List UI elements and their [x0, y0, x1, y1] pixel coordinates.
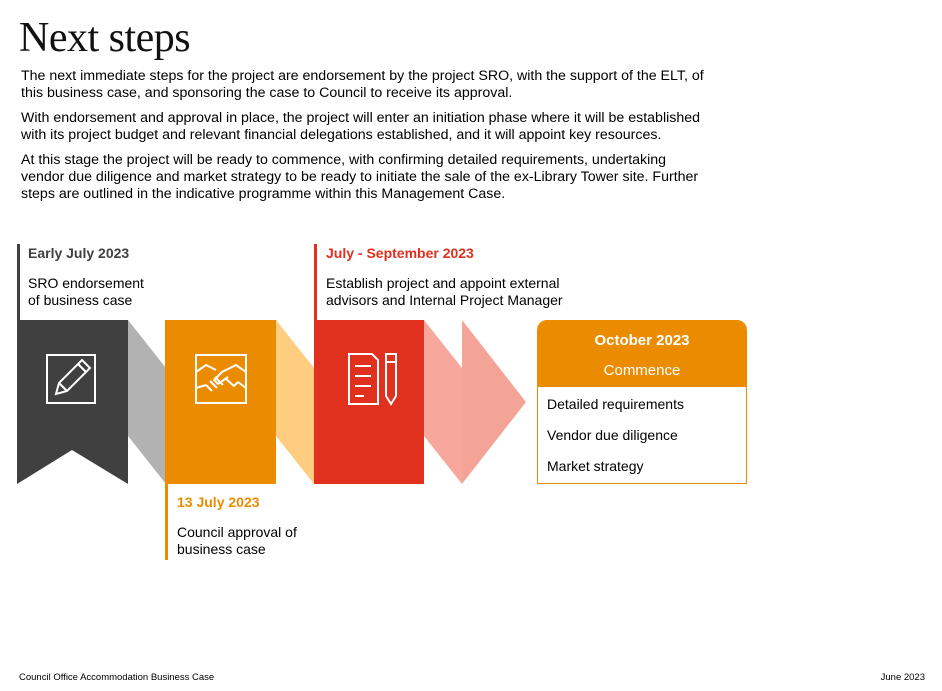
footer-document-title: Council Office Accommodation Business Ca…: [19, 672, 215, 683]
phase-1-label: Early July 2023 SRO endorsement of busin…: [28, 245, 144, 309]
phase-3-rule: [314, 244, 317, 322]
phase-date: Early July 2023: [28, 245, 130, 261]
phase-3-block: [314, 320, 424, 484]
final-phase-date: October 2023: [594, 332, 690, 349]
phase-description: Establish project and appoint external a…: [326, 275, 563, 309]
paragraph: With endorsement and approval in place, …: [21, 110, 701, 143]
page-title: Next steps: [19, 15, 191, 61]
list-item: Detailed requirements: [547, 396, 684, 412]
document-pen-icon: [348, 353, 397, 406]
paragraph: The next immediate steps for the project…: [21, 68, 704, 101]
description-line: SRO endorsement: [28, 275, 144, 291]
phase-description: SRO endorsement of business case: [28, 275, 144, 309]
description-line: of business case: [28, 292, 133, 308]
list-item: Market strategy: [547, 458, 644, 474]
intro-text: The next immediate steps for the project…: [21, 68, 711, 211]
phase-1-rule: [17, 244, 20, 322]
final-phase-header: October 2023 Commence: [538, 321, 746, 387]
description-line: advisors and Internal Project Manager: [326, 292, 563, 308]
final-phase-subtitle: Commence: [603, 362, 681, 379]
arrow-salmon: [462, 320, 526, 484]
connector-grey: [128, 320, 166, 484]
pencil-icon: [46, 354, 96, 404]
phase-2-rule: [165, 484, 168, 560]
connector-salmon: [424, 320, 462, 484]
paragraph: At this stage the project will be ready …: [21, 152, 699, 202]
list-item: Vendor due diligence: [547, 427, 678, 443]
phase-date: 13 July 2023: [177, 494, 260, 510]
handshake-icon: [195, 354, 247, 404]
footer-date: June 2023: [880, 672, 925, 683]
phase-description: Council approval of business case: [177, 524, 297, 558]
phase-date: July - September 2023: [326, 245, 474, 261]
description-line: business case: [177, 541, 266, 557]
phase-2-label: 13 July 2023 Council approval of busines…: [177, 494, 297, 558]
description-line: Council approval of: [177, 524, 297, 540]
phase-3-label: July - September 2023 Establish project …: [326, 245, 563, 309]
final-phase-list: Detailed requirements Vendor due diligen…: [538, 387, 746, 475]
final-phase-card: October 2023 Commence Detailed requireme…: [537, 320, 747, 484]
description-line: Establish project and appoint external: [326, 275, 560, 291]
connector-light-orange: [276, 320, 314, 484]
